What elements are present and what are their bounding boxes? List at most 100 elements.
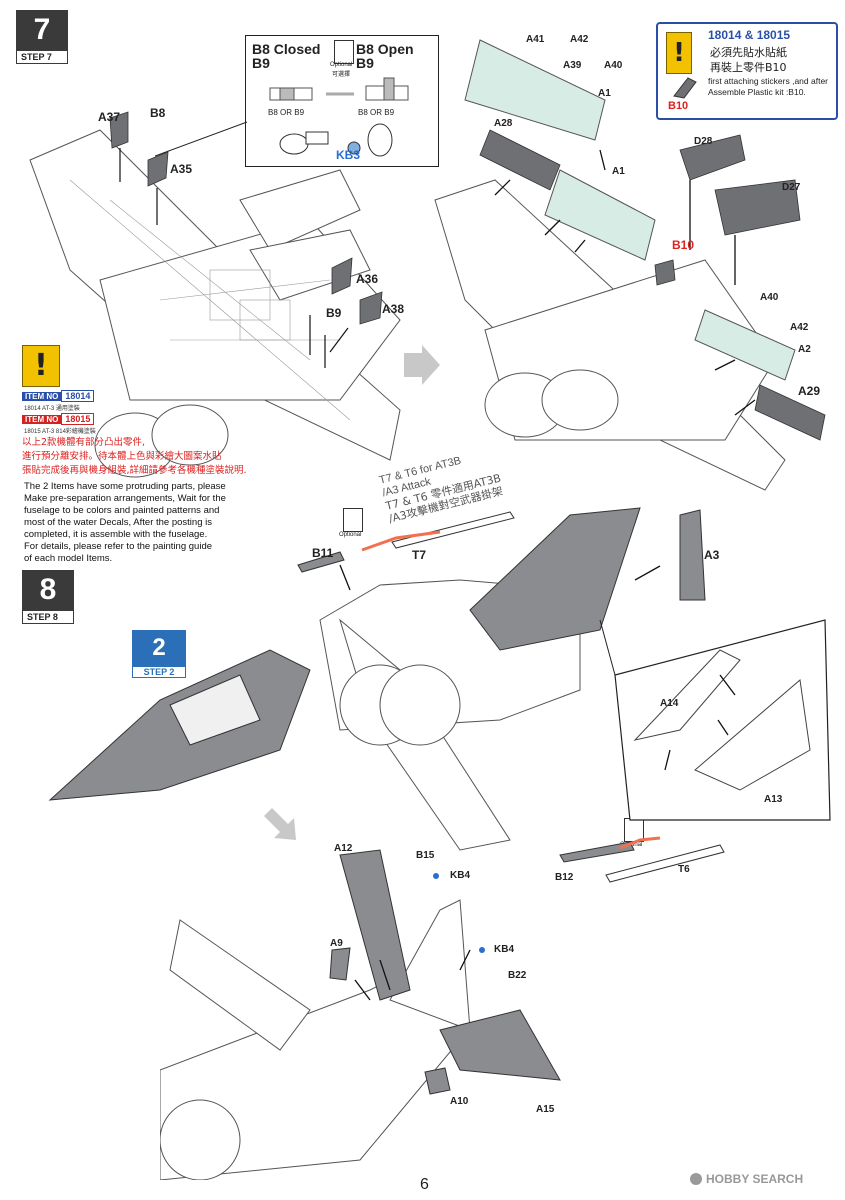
part-label-a42: A42 xyxy=(570,34,589,45)
or-label-right: B8 OR B9 xyxy=(358,108,395,117)
part-label-t6: T6 xyxy=(678,864,690,875)
part-d28-shape xyxy=(679,134,746,181)
part-label-b8: B8 xyxy=(150,106,166,120)
part-label-a39: A39 xyxy=(563,60,582,71)
step-number: 7 xyxy=(33,13,51,46)
part-a9-shape xyxy=(329,947,351,981)
part-a35-shape xyxy=(147,151,169,187)
step-number: 8 xyxy=(39,573,57,606)
en-assembly-note: The 2 Items have some protruding parts, … xyxy=(24,481,226,564)
page-number: 6 xyxy=(420,1176,429,1193)
part-label-a42b: A42 xyxy=(790,322,809,333)
part-b11-shape xyxy=(297,551,345,573)
step-label: STEP 8 xyxy=(22,610,74,624)
part-label-b12: B12 xyxy=(555,872,574,883)
step8-aircraft-illustration xyxy=(48,507,831,883)
step-8-badge: 8 STEP 8 xyxy=(22,570,74,624)
part-label-kb3: KB3 xyxy=(336,148,361,162)
warning-icon-large: ! xyxy=(22,345,60,387)
step-label: STEP 7 xyxy=(16,50,68,64)
watermark-icon xyxy=(690,1173,702,1185)
part-a15-shape xyxy=(439,1009,561,1081)
note-zh-line1: 必須先貼水貼紙 xyxy=(710,46,787,59)
step-2-reference-badge: 2 STEP 2 xyxy=(132,630,186,678)
or-label-left: B8 OR B9 xyxy=(268,108,305,117)
part-a12-shape xyxy=(339,849,411,1001)
part-label-a10: A10 xyxy=(450,1096,469,1107)
part-label-d27: D27 xyxy=(782,182,801,193)
part-a40-shape xyxy=(694,309,796,381)
zh-assembly-note: 以上2款機體有部分凸出零件, 進行預分離安排。待本體上色與彩繪大圖案水貼 張貼完… xyxy=(22,437,247,476)
optional-caption: Optional xyxy=(330,62,353,68)
part-b12-shape xyxy=(559,841,635,863)
part-label-a1: A1 xyxy=(612,166,625,177)
b10-part-icon xyxy=(673,77,697,99)
part-label-b15: B15 xyxy=(416,850,435,861)
warning-icon: ! xyxy=(666,32,692,74)
part-label-a29: A29 xyxy=(798,384,821,398)
part-label-a35: A35 xyxy=(170,162,193,176)
part-label-a12: A12 xyxy=(334,843,353,854)
part-label-kb4-b: KB4 xyxy=(494,944,515,955)
step7-aircraft-exploded-illustration xyxy=(434,39,826,491)
part-label-b9: B9 xyxy=(326,306,342,320)
part-t6-shape xyxy=(605,844,725,883)
step7-aircraft-illustration xyxy=(29,111,401,478)
tail-inset-box xyxy=(614,619,831,821)
part-a1-top-shape xyxy=(464,39,606,141)
watermark-logo: HOBBY SEARCH xyxy=(690,1172,803,1186)
item-18014-tag: ITEM NO 18014 xyxy=(22,390,95,402)
note-part-b10: B10 xyxy=(668,100,689,112)
note-zh-line2: 再裝上零件B10 xyxy=(710,61,787,74)
part-a10-shape xyxy=(424,1067,451,1095)
note-en: first attaching stickers ,and after Asse… xyxy=(708,76,828,97)
part-label-b11: B11 xyxy=(312,546,334,560)
part-label-b22: B22 xyxy=(508,970,527,981)
inset-pointer-line xyxy=(155,121,248,157)
decal-order-note: ! 18014 & 18015 必須先貼水貼紙 再裝上零件B10 first a… xyxy=(656,22,838,120)
part-label-a37: A37 xyxy=(98,110,121,124)
step8-tail-assembly-illustration xyxy=(160,849,561,1180)
part-a29-shape xyxy=(754,384,826,441)
part-label-d28: D28 xyxy=(694,136,713,147)
optional-icon xyxy=(334,40,354,64)
optional-icon-top xyxy=(343,508,363,532)
part-label-a1-top: A1 xyxy=(598,88,611,99)
part-label-a3: A3 xyxy=(704,548,720,562)
item-18014-desc: 18014 AT-3 通用塗裝 xyxy=(24,406,80,412)
optional-caption-zh: 可選擇 xyxy=(332,72,351,78)
optional-caption-top: Optional xyxy=(339,532,362,538)
part-label-a13: A13 xyxy=(764,794,783,805)
part-label-a2: A2 xyxy=(798,344,811,355)
part-label-a41: A41 xyxy=(526,34,545,45)
canopy-shape xyxy=(169,674,261,746)
part-label-a9: A9 xyxy=(330,938,343,949)
part-label-a28: A28 xyxy=(494,118,513,129)
part-a1-shape xyxy=(544,169,656,261)
down-right-arrow-icon xyxy=(264,808,296,840)
part-label-a15: A15 xyxy=(536,1104,555,1115)
right-arrow-icon xyxy=(404,345,440,385)
step-7-badge: 7 STEP 7 xyxy=(16,10,68,64)
part-d27-shape xyxy=(714,179,801,236)
part-a37-shape xyxy=(109,111,129,149)
part-t7-shape xyxy=(391,511,515,549)
part-label-a40b: A40 xyxy=(760,292,779,303)
part-a36-shape xyxy=(331,257,353,295)
part-label-t7: T7 xyxy=(412,548,427,562)
part-label-a38: A38 xyxy=(382,302,405,316)
part-label-a14: A14 xyxy=(660,698,679,709)
part-label-a36: A36 xyxy=(356,272,379,286)
item-18015-tag: ITEM NO 18015 xyxy=(22,413,95,425)
canopy-option-sketch xyxy=(269,77,409,157)
tail-assembly-shape xyxy=(469,507,641,651)
part-a28-shape xyxy=(479,129,561,191)
part-label-b10: B10 xyxy=(672,238,695,252)
item-18015-desc: 18015 AT-3 814彩繪機塗裝 xyxy=(24,429,96,435)
part-a3-shape xyxy=(679,509,706,601)
note-title: 18014 & 18015 xyxy=(708,28,791,42)
part-b10-shape xyxy=(654,259,676,286)
